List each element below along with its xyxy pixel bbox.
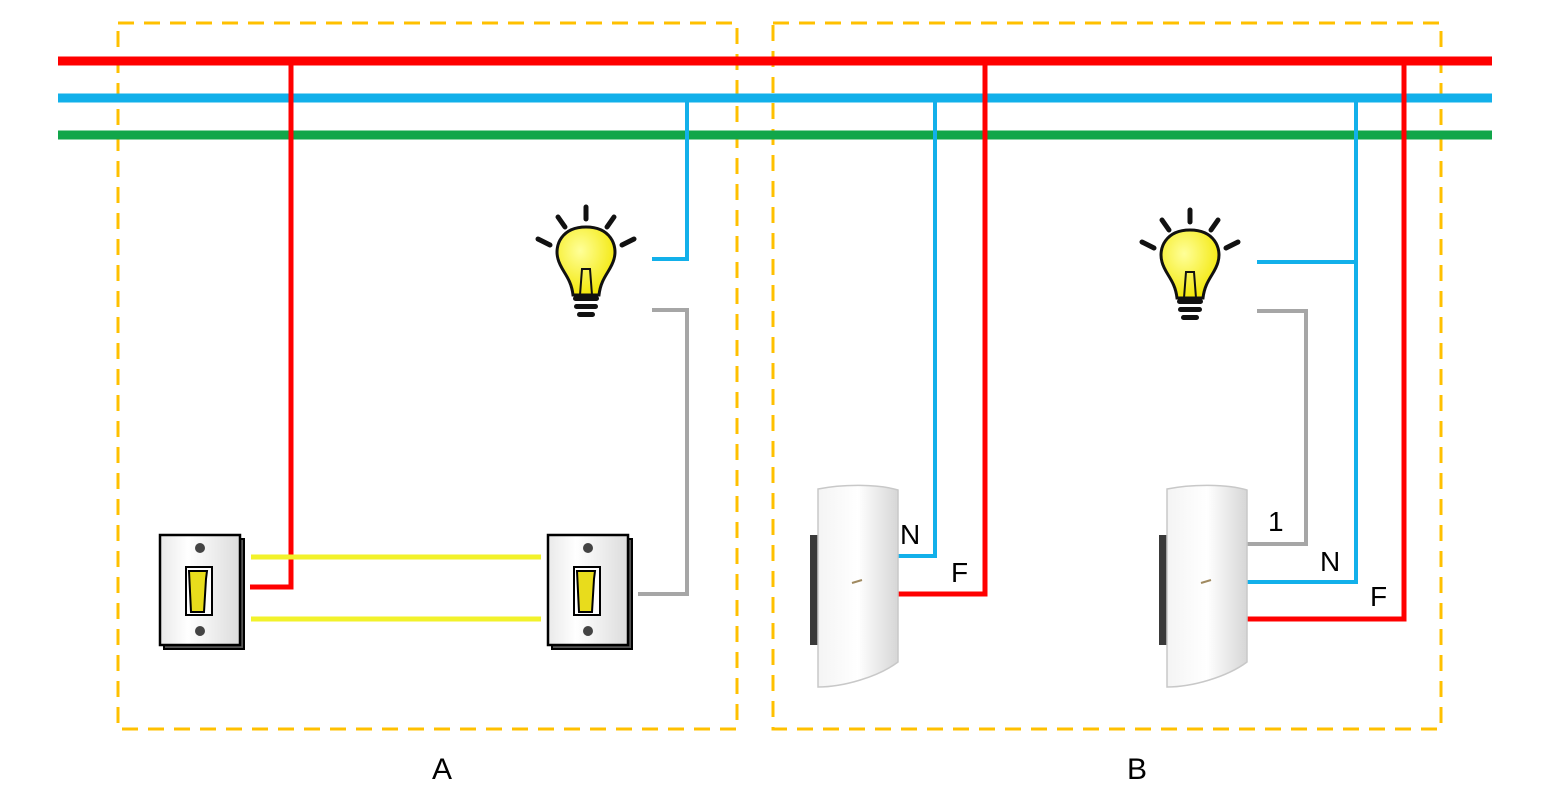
panel-b-label: B	[1127, 753, 1147, 786]
light-bulb-icon	[538, 207, 634, 317]
toggle-switch-icon	[546, 533, 634, 651]
panel-a-phase-drop	[250, 61, 294, 590]
toggle-switch-icon	[158, 533, 246, 651]
panel-b-right-neutral-wire	[1244, 98, 1358, 584]
smart-switch-icon	[1158, 484, 1248, 688]
light-bulb-icon	[1142, 210, 1238, 320]
terminal-f-label: F	[951, 557, 968, 588]
smart-switch-icon	[809, 484, 899, 688]
panel-a-neutral-drop	[652, 98, 689, 261]
terminal-1-label: 1	[1268, 506, 1284, 537]
terminal-f-label: F	[1370, 581, 1387, 612]
panel-b-right-return-wire	[1244, 309, 1308, 546]
panel-b-frame	[771, 21, 1443, 731]
terminal-n-label: N	[900, 519, 920, 550]
panel-b-right-phase-wire	[1244, 61, 1407, 622]
panel-b-left-phase-wire	[898, 61, 988, 597]
panel-a-frame	[116, 21, 739, 731]
panel-a-label: A	[432, 753, 452, 786]
panel-b-left-neutral-wire	[898, 98, 937, 558]
panel-a-return-wire	[638, 308, 689, 596]
terminal-n-label: N	[1320, 546, 1340, 577]
